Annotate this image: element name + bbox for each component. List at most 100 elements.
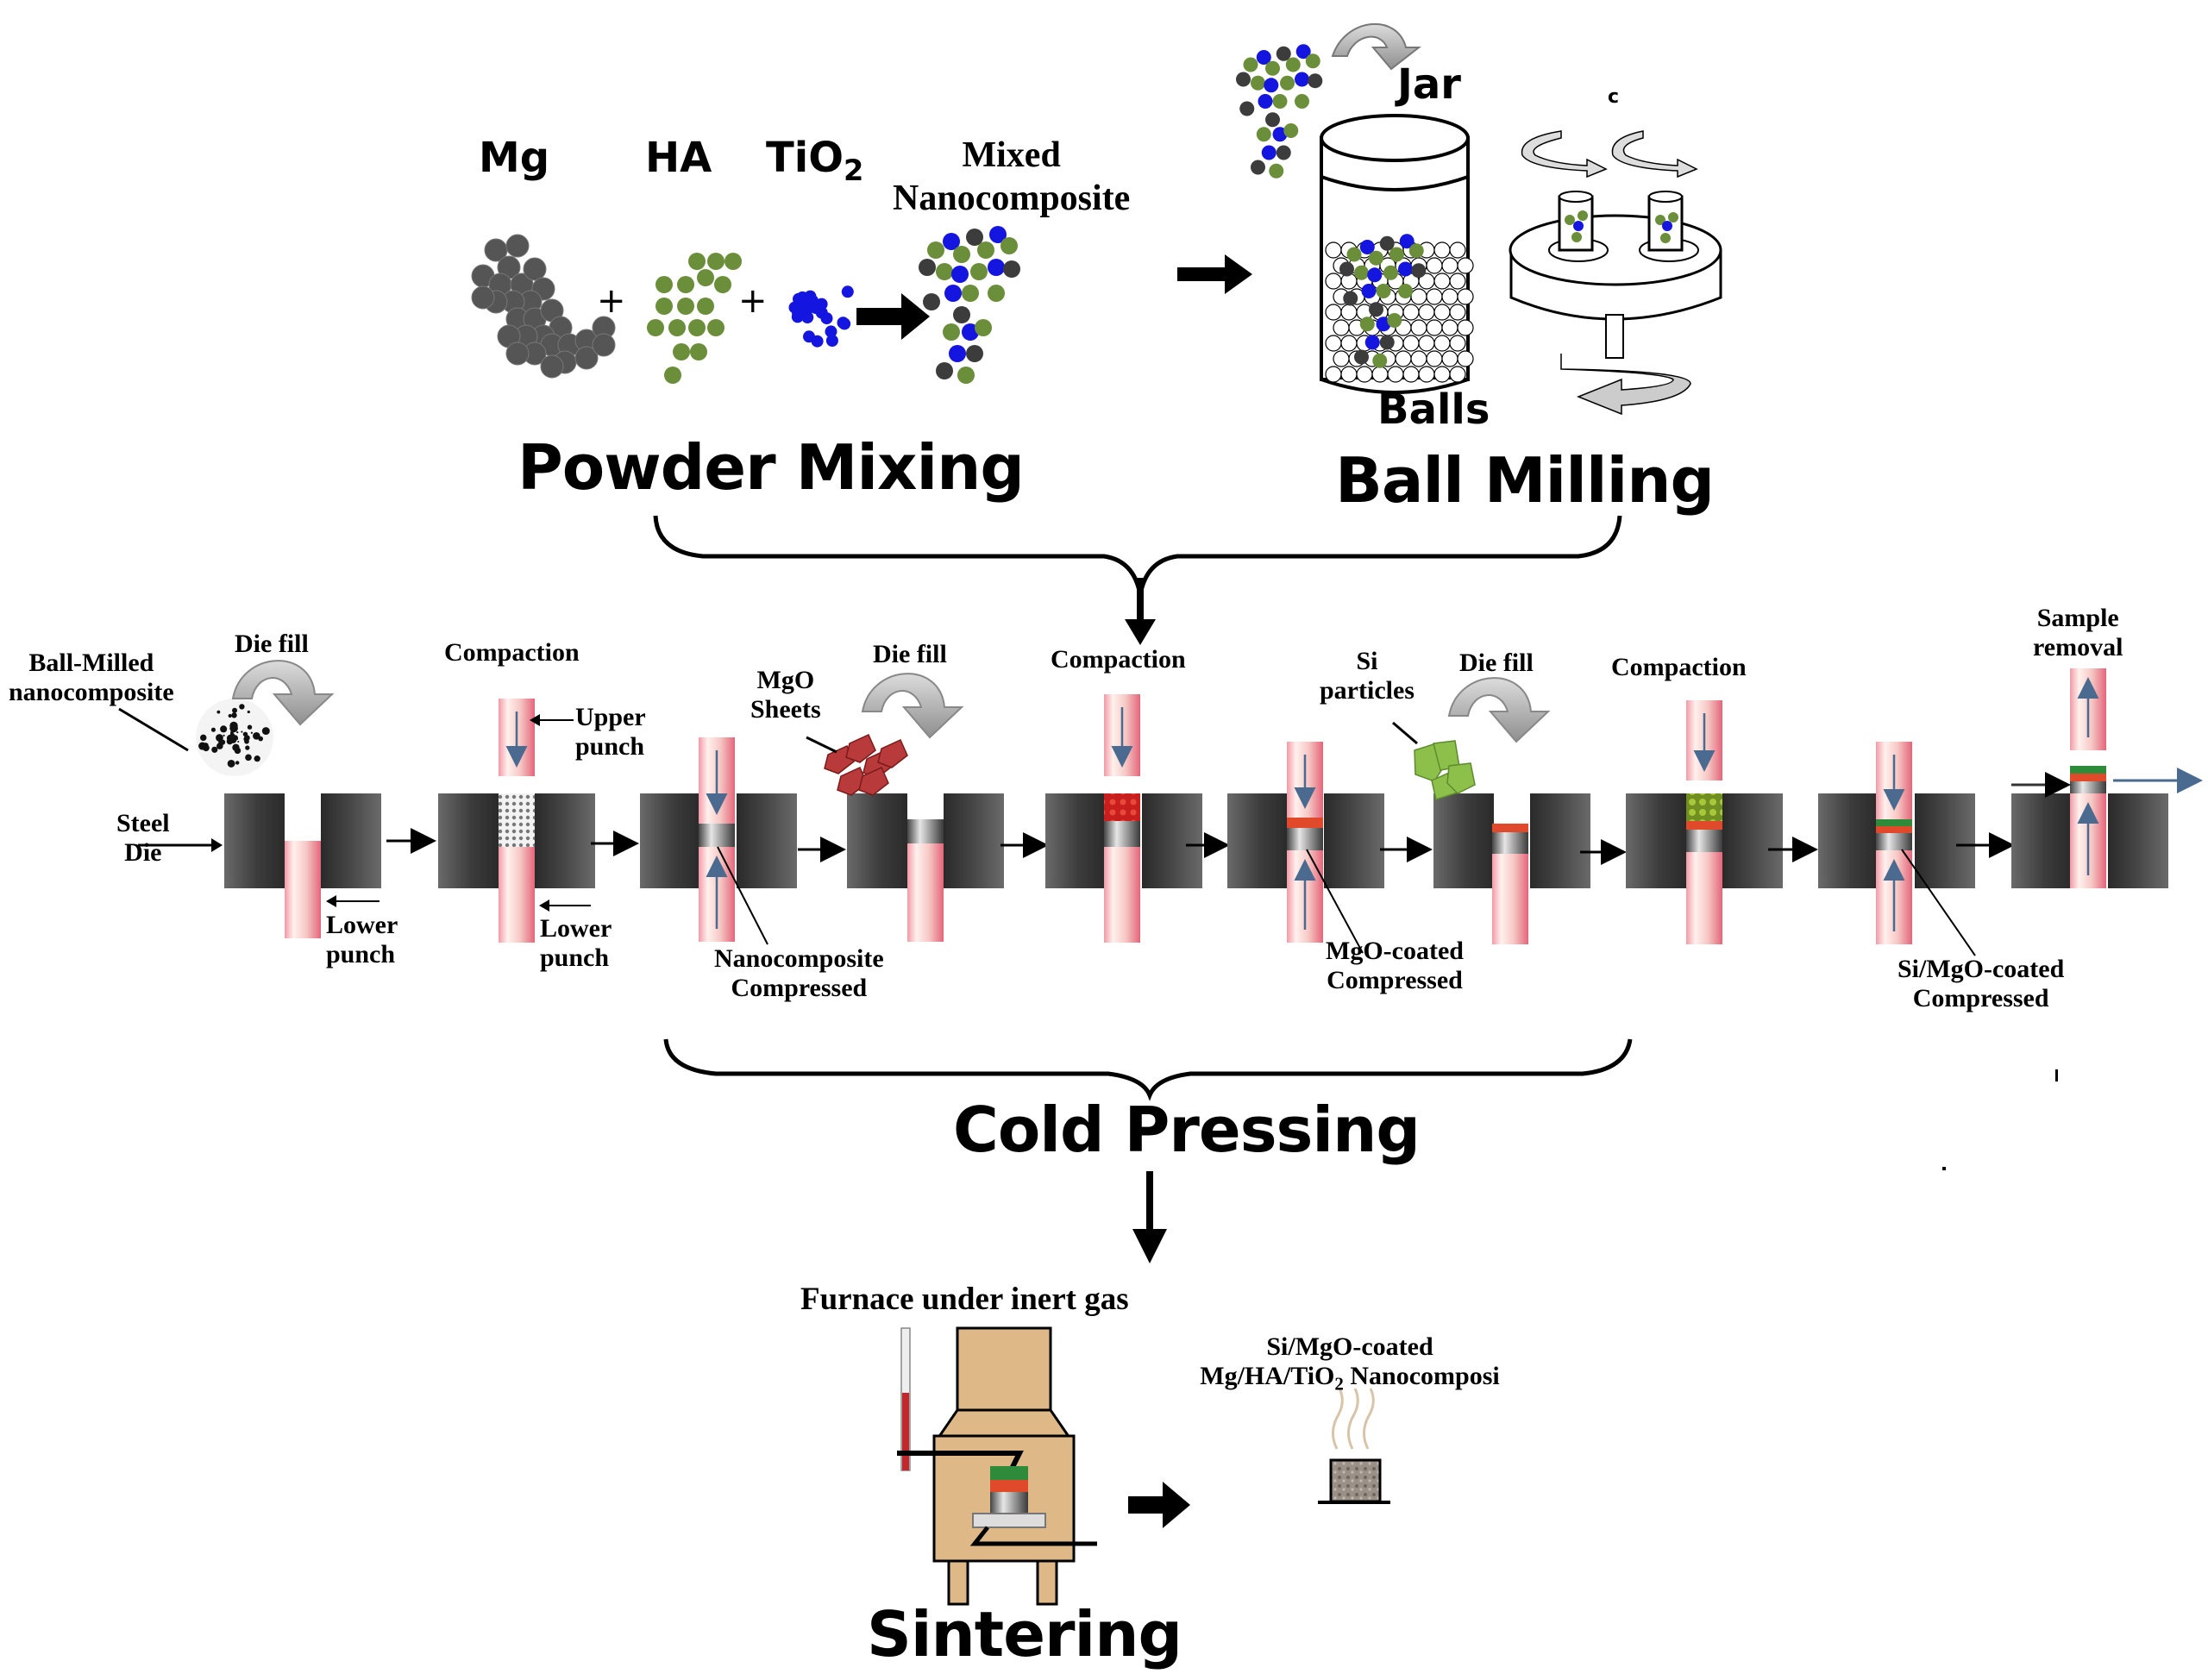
mixed-particle [1376, 284, 1391, 298]
mixed-particle [1295, 44, 1311, 60]
steel-die-right [944, 793, 1004, 888]
milling-ball [1449, 241, 1466, 259]
tio2-symbol: TiO [766, 134, 844, 182]
mgo-layer [1104, 793, 1140, 821]
powder-speck [227, 759, 235, 768]
plus-sign: + [597, 281, 626, 321]
mixed-particle [962, 285, 979, 302]
ha-label: HA [645, 134, 712, 182]
tio2-particle [825, 325, 837, 338]
milling-ball [1433, 273, 1451, 290]
tio2-particle [841, 285, 854, 298]
powder-speck [247, 724, 253, 730]
ha-particle [697, 298, 714, 315]
mixed-particle [1239, 101, 1255, 116]
mixed-particle [1308, 73, 1323, 89]
milling-ball [1457, 350, 1474, 367]
mix-arrow [856, 293, 930, 340]
mg-particle-cluster [471, 234, 616, 379]
milling-ball [1371, 366, 1389, 383]
arrowhead [211, 838, 223, 852]
steel-die-left [1433, 793, 1494, 888]
tio2-particle [815, 298, 828, 310]
mixed-particle [975, 319, 992, 336]
mixed-particle [1389, 247, 1404, 262]
mgo-sheet [845, 734, 876, 763]
upper-line1: Upper [575, 703, 646, 731]
mixed-particle [1354, 349, 1369, 365]
upper-line2: punch [575, 732, 645, 761]
mixed-particle [1295, 94, 1309, 109]
mixed-particle [1359, 317, 1375, 332]
tio2-particle [811, 335, 824, 348]
mixed-particle [923, 293, 940, 310]
mixed-particle [1398, 261, 1413, 277]
ha-particle [677, 298, 694, 315]
mgo-coated-line2: Compressed [1327, 966, 1463, 994]
mixed-particle [1256, 127, 1271, 142]
powder-speck [235, 761, 240, 765]
compaction-label: Compaction [444, 638, 580, 667]
si-layer [1876, 819, 1912, 826]
mgo-sheets [824, 734, 908, 796]
jar-label: Jar [1397, 60, 1461, 109]
punch [1104, 847, 1140, 943]
mixed-particle [1003, 260, 1020, 278]
milling-ball [1426, 288, 1443, 305]
mg-particle [471, 285, 495, 310]
stray-mark [2055, 1069, 2058, 1081]
milling-ball [1441, 319, 1458, 336]
nanocomposite-layer [907, 819, 944, 843]
milling-ball [1449, 304, 1466, 321]
product-line1: Si/MgO-coated [1266, 1332, 1433, 1361]
powder-speck [202, 744, 210, 752]
milling-ball [1340, 304, 1358, 321]
mg-particle [523, 257, 547, 281]
mgo-sheet [858, 767, 889, 796]
mixed-particle [1369, 250, 1383, 266]
mixed-particle [1295, 72, 1309, 87]
sintered-product [1318, 1388, 1390, 1504]
ha-particle [707, 253, 724, 270]
milling-ball [1441, 288, 1458, 305]
ha-particle [673, 343, 690, 360]
nanocomposite-layer [1104, 821, 1140, 847]
mixed-particle [1379, 235, 1395, 251]
mixed-particle [1346, 247, 1362, 262]
powder-speck [230, 730, 234, 734]
ha-particle [707, 319, 724, 336]
tio2-particle [820, 312, 833, 325]
powder-speck [247, 710, 250, 714]
nano-line1: Nanocomposite [714, 944, 884, 973]
mixed-particle [1236, 72, 1251, 87]
leader-line [1306, 849, 1364, 954]
leader-line [717, 846, 768, 945]
mixed-particle [1280, 75, 1295, 91]
stray-dot [1942, 1167, 1946, 1170]
leader-line [1901, 849, 1976, 956]
mgo-layer [1876, 826, 1912, 833]
mixed-particle [936, 362, 953, 379]
powder-speck [236, 730, 239, 734]
sintering-arrow [1128, 1482, 1190, 1528]
ball-milled-powder [196, 699, 273, 776]
sintering-title: Sintering [867, 1598, 1182, 1671]
tio2-particle [801, 311, 814, 323]
ha-particle-cluster [647, 253, 742, 384]
mg-particle [540, 354, 564, 379]
furnace [897, 1326, 1097, 1606]
powder-speck [232, 743, 240, 751]
mgo-line2: Sheets [750, 695, 821, 724]
rotation-arrow-base-icon [1560, 354, 1691, 416]
milling-ball [1410, 350, 1427, 367]
die-fill-label: Die fill [235, 630, 309, 658]
si-layer [1686, 793, 1722, 821]
mgo-layer [1287, 818, 1323, 828]
mixed-particle [988, 259, 1005, 276]
milling-ball [1356, 366, 1373, 383]
